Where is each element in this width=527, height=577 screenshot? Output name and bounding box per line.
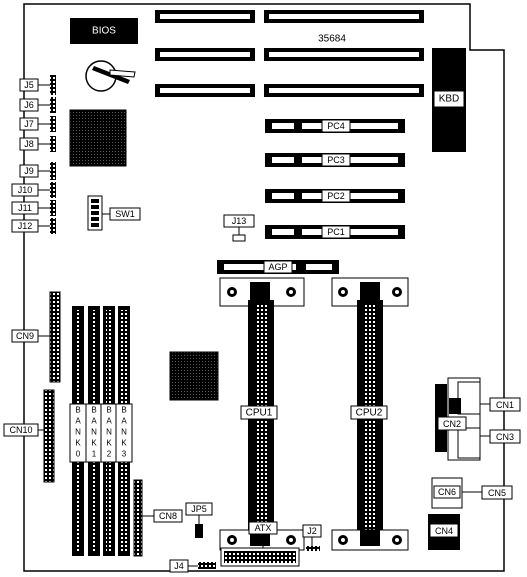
j13-jumper: J13 bbox=[223, 214, 255, 242]
pci-slot: PC1 bbox=[265, 225, 405, 239]
jumper-j6: J6 bbox=[19, 97, 56, 113]
svg-text:B: B bbox=[121, 406, 126, 415]
cn10-connector: CN10 bbox=[3, 389, 55, 483]
j2-jumper: J2 bbox=[302, 524, 322, 551]
memory-bank-3: B A N K 3 bbox=[115, 306, 133, 556]
serial-parallel-ports: CN2 CN1 CN3 bbox=[435, 377, 521, 461]
isa-slots bbox=[155, 10, 424, 97]
svg-text:3: 3 bbox=[122, 450, 127, 459]
memory-bank-2: B A N K 2 bbox=[100, 306, 118, 556]
battery bbox=[85, 60, 136, 92]
svg-text:K: K bbox=[91, 439, 97, 448]
svg-text:N: N bbox=[121, 428, 127, 437]
svg-text:CN2: CN2 bbox=[443, 419, 461, 429]
agp-slot: AGP bbox=[217, 260, 339, 274]
svg-text:CN9: CN9 bbox=[16, 331, 34, 341]
svg-text:CN5: CN5 bbox=[488, 488, 506, 498]
svg-text:A: A bbox=[121, 417, 127, 426]
jumper-j10: J10 bbox=[11, 182, 56, 198]
svg-text:0: 0 bbox=[76, 450, 81, 459]
cpu1-slot: CPU1 bbox=[219, 277, 305, 551]
kbd-label: KBD bbox=[439, 94, 460, 105]
pci-slot-label: PC2 bbox=[327, 191, 345, 201]
svg-text:K: K bbox=[121, 439, 127, 448]
cpu2-slot: CPU2 bbox=[331, 277, 409, 551]
cn9-connector: CN9 bbox=[11, 291, 61, 383]
memory-bank-1: B A N K 1 bbox=[85, 306, 103, 556]
jumper-j9: J9 bbox=[19, 162, 56, 180]
agp-label: AGP bbox=[268, 262, 287, 272]
cn8-connector: CN8 bbox=[133, 479, 183, 557]
svg-text:1: 1 bbox=[92, 450, 97, 459]
kbd-connector: KBD bbox=[432, 48, 466, 152]
cpu1-label: CPU1 bbox=[246, 408, 273, 419]
svg-text:J6: J6 bbox=[24, 100, 34, 110]
svg-text:CN6: CN6 bbox=[438, 487, 456, 497]
bios-chip: BIOS bbox=[70, 18, 138, 44]
svg-text:J13: J13 bbox=[232, 216, 247, 226]
pci-slots: PC4 PC3 PC2 PC1 bbox=[265, 119, 405, 239]
chipset-south bbox=[169, 351, 219, 401]
svg-text:K: K bbox=[106, 439, 112, 448]
svg-text:J8: J8 bbox=[24, 139, 34, 149]
svg-text:CN4: CN4 bbox=[435, 526, 453, 536]
svg-text:J9: J9 bbox=[24, 166, 34, 176]
cpu2-label: CPU2 bbox=[356, 408, 383, 419]
bios-label: BIOS bbox=[92, 26, 116, 37]
svg-text:J10: J10 bbox=[18, 185, 33, 195]
svg-text:A: A bbox=[91, 417, 97, 426]
left-jumpers: J5 J6 J7 J8 J9 bbox=[11, 75, 56, 234]
svg-text:J5: J5 bbox=[24, 80, 34, 90]
svg-text:SW1: SW1 bbox=[115, 209, 135, 219]
svg-text:JP5: JP5 bbox=[191, 504, 207, 514]
svg-text:J7: J7 bbox=[24, 119, 34, 129]
pci-slot-label: PC4 bbox=[327, 121, 345, 131]
svg-text:B: B bbox=[91, 406, 96, 415]
svg-text:A: A bbox=[106, 417, 112, 426]
jumper-j12: J12 bbox=[11, 218, 56, 234]
sw1-dip-switch: SW1 bbox=[87, 195, 141, 231]
memory-banks: B A N K 0 B A N K 1 B A N K 2 bbox=[69, 306, 133, 556]
svg-text:A: A bbox=[75, 417, 81, 426]
svg-text:CN1: CN1 bbox=[496, 400, 514, 410]
svg-text:J2: J2 bbox=[307, 526, 317, 536]
j4-jumper: J4 bbox=[169, 559, 216, 573]
cn4-connector: CN4 bbox=[428, 514, 460, 550]
svg-text:B: B bbox=[106, 406, 111, 415]
board-id: 35684 bbox=[318, 34, 346, 45]
pci-slot: PC2 bbox=[265, 189, 405, 203]
pci-slot-label: PC1 bbox=[327, 227, 345, 237]
pci-slot-label: PC3 bbox=[327, 155, 345, 165]
svg-text:N: N bbox=[91, 428, 97, 437]
memory-bank-0: B A N K 0 bbox=[69, 306, 87, 556]
jp5-jumper: JP5 bbox=[185, 502, 213, 538]
svg-text:N: N bbox=[75, 428, 81, 437]
jumper-j8: J8 bbox=[19, 136, 56, 152]
svg-text:CN3: CN3 bbox=[496, 432, 514, 442]
svg-text:K: K bbox=[75, 439, 81, 448]
svg-text:CN8: CN8 bbox=[159, 511, 177, 521]
svg-text:B: B bbox=[75, 406, 80, 415]
cn6-cn5-connector: CN6 CN5 bbox=[431, 477, 513, 509]
jumper-j7: J7 bbox=[19, 116, 56, 132]
svg-text:J12: J12 bbox=[18, 221, 33, 231]
chipset-north bbox=[69, 109, 127, 167]
svg-text:ATX: ATX bbox=[255, 523, 272, 533]
svg-text:2: 2 bbox=[107, 450, 112, 459]
jumper-j11: J11 bbox=[11, 200, 56, 216]
svg-text:J11: J11 bbox=[18, 203, 32, 213]
atx-power-connector: ATX bbox=[220, 521, 300, 567]
jumper-j5: J5 bbox=[19, 75, 56, 95]
svg-text:CN10: CN10 bbox=[9, 425, 32, 435]
pci-slot: PC3 bbox=[265, 153, 405, 167]
svg-text:N: N bbox=[106, 428, 112, 437]
pci-slot: PC4 bbox=[265, 119, 405, 133]
svg-text:J4: J4 bbox=[174, 561, 184, 571]
